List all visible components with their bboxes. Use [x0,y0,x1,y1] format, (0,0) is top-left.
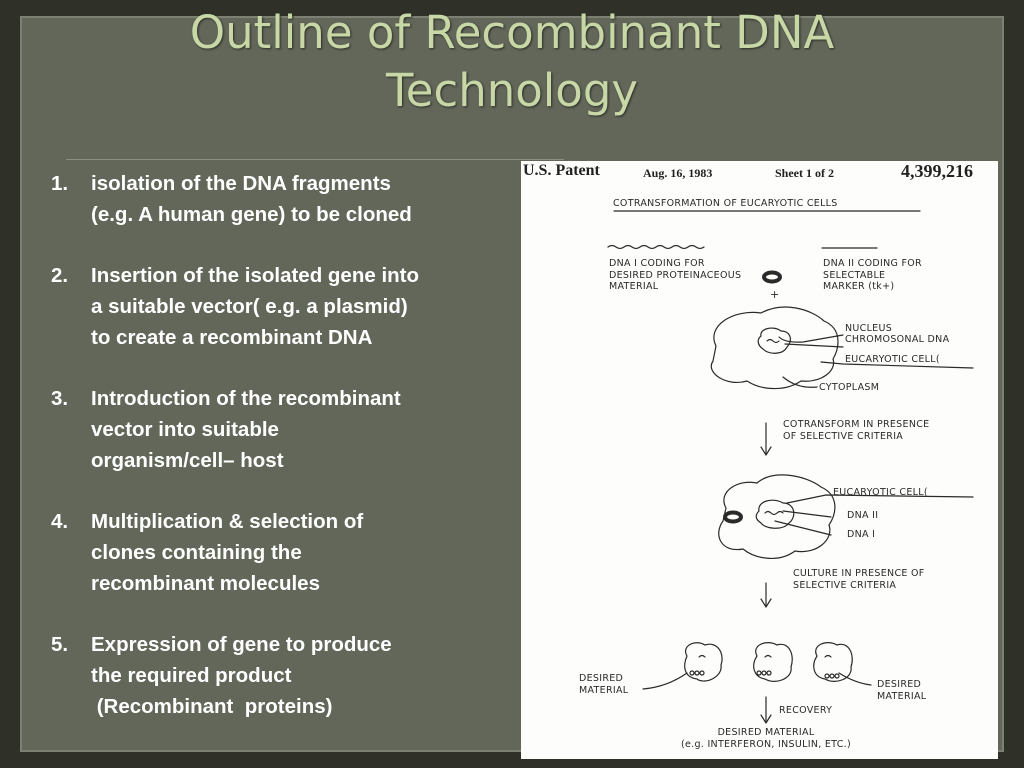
slide-title: Outline of Recombinant DNA Technology [0,4,1024,120]
desired-left-line: DESIRED [579,673,624,684]
cytoplasm-label: CYTOPLASM [819,382,880,393]
title-divider [66,159,564,160]
step-line: clones containing the [91,541,302,564]
patent-drawing [607,210,974,724]
patent-date: Aug. 16, 1983 [643,166,713,180]
final-label: DESIRED MATERIAL (e.g. INTERFERON, INSUL… [681,727,851,750]
cell1-leader [820,361,974,369]
chromosome-squiggle-2 [764,510,784,516]
cytoplasm-leader [782,376,818,388]
patent-heading: COTRANSFORMATION OF EUCARYOTIC CELLS [613,198,838,209]
step-line: the required product [91,664,292,687]
nucleus-label: NUCLEUS [845,323,893,334]
step-line: Multiplication & selection of [91,510,364,533]
step-item-2: 2. Insertion of the isolated gene into a… [51,260,521,353]
step-line: vector into suitable [91,418,279,441]
dna1-label-line: DESIRED PROTEINACEOUS [609,269,742,281]
clone-cell-1 [684,642,723,682]
dna1-label-line: DNA I CODING FOR [609,258,705,269]
step-number: 3. [51,387,69,410]
step2-label-line: CULTURE IN PRESENCE OF [793,568,925,579]
dna1-squiggle [607,244,705,250]
arrow-1-head [760,446,772,456]
step-item-3: 3. Introduction of the recombinant vecto… [51,383,521,476]
dna2-label-line: SELECTABLE [823,269,886,281]
step1-label: COTRANSFORM IN PRESENCE OF SELECTIVE CRI… [783,419,929,442]
chromosomal-dna-label: CHROMOSONAL DNA [845,334,950,345]
step1-label-line: COTRANSFORM IN PRESENCE [783,419,930,430]
nucleus-outline-2 [755,499,795,529]
arrow-3-head [760,714,772,724]
desired-right-leader [838,672,872,686]
step-line: (Recombinant proteins) [91,695,333,718]
chromosomal-leader [784,343,844,348]
step-item-4: 4. Multiplication & selection of clones … [51,506,521,599]
step-number: 2. [51,264,69,287]
step1-label-line: OF SELECTIVE CRITERIA [783,430,904,442]
plasmid-icon [762,270,782,284]
nucleus-leader [778,334,844,343]
dna-ii-label: DNA II [847,510,879,521]
step-line: Insertion of the isolated gene into [91,264,420,287]
eucaryotic-cell-label: EUCARYOTIC CELL( [833,487,928,498]
dna2-label: DNA II CODING FOR SELECTABLE MARKER (tk+… [823,258,922,293]
step-number: 5. [51,633,69,656]
nucleus-outline-1 [757,327,791,354]
step-number: 1. [51,172,69,195]
patent-sheet: Sheet 1 of 2 [775,166,834,180]
desired-right-line: DESIRED [877,679,922,690]
cell-outline-2 [718,474,836,559]
step2-label-line: SELECTIVE CRITERIA [793,579,897,591]
patent-number: 4,399,216 [901,161,973,181]
cell2-leader [786,494,974,504]
clone-cell-2 [753,642,793,682]
step-item-1: 1. isolation of the DNA fragments (e.g. … [51,168,521,230]
step-line: recombinant molecules [91,572,320,595]
patent-header-left: U.S. Patent [523,162,600,179]
desired-material-right: DESIRED MATERIAL [877,679,926,702]
step-line: to create a recombinant DNA [91,326,373,349]
desired-left-line: MATERIAL [579,684,629,696]
step-line: Expression of gene to produce [91,633,392,656]
final-label-line: (e.g. INTERFERON, INSULIN, ETC.) [681,738,851,750]
eucaryotic-cell-label: EUCARYOTIC CELL( [845,354,940,365]
patent-figure: U.S. Patent Aug. 16, 1983 Sheet 1 of 2 4… [521,161,998,759]
plus-sign: + [770,288,780,301]
dna-i-leader [774,520,832,536]
arrow-2-head [760,598,772,608]
step-line: isolation of the DNA fragments [91,172,391,195]
step-line: organism/cell– host [91,449,284,472]
dna1-label: DNA I CODING FOR DESIRED PROTEINACEOUS M… [609,258,741,293]
plasmid-icon [723,510,743,524]
dna-ii-leader [782,510,832,518]
dna2-label-line: MARKER (tk+) [823,281,895,292]
clone-nuclei [698,654,832,658]
recovery-label: RECOVERY [779,705,833,716]
step-line: a suitable vector( e.g. a plasmid) [91,295,408,318]
steps-list: 1. isolation of the DNA fragments (e.g. … [51,168,521,752]
dna2-label-line: DNA II CODING FOR [823,258,922,269]
desired-left-leader [642,672,688,690]
desired-right-line: MATERIAL [877,690,927,702]
cell-outline-1 [710,306,839,390]
final-label-line: DESIRED MATERIAL [717,727,815,738]
title-line-1: Outline of Recombinant DNA [189,6,835,59]
step-line: (e.g. A human gene) to be cloned [91,203,412,226]
dna1-label-line: MATERIAL [609,281,659,292]
desired-material-left: DESIRED MATERIAL [579,673,628,696]
step-item-5: 5. Expression of gene to produce the req… [51,629,521,722]
step-number: 4. [51,510,69,533]
step2-label: CULTURE IN PRESENCE OF SELECTIVE CRITERI… [793,568,925,591]
title-line-2: Technology [385,64,639,117]
step-line: Introduction of the recombinant [91,387,401,410]
chromosome-squiggle-1 [766,338,780,344]
clone-cell-3 [813,642,853,682]
dna-i-label: DNA I [847,529,876,540]
